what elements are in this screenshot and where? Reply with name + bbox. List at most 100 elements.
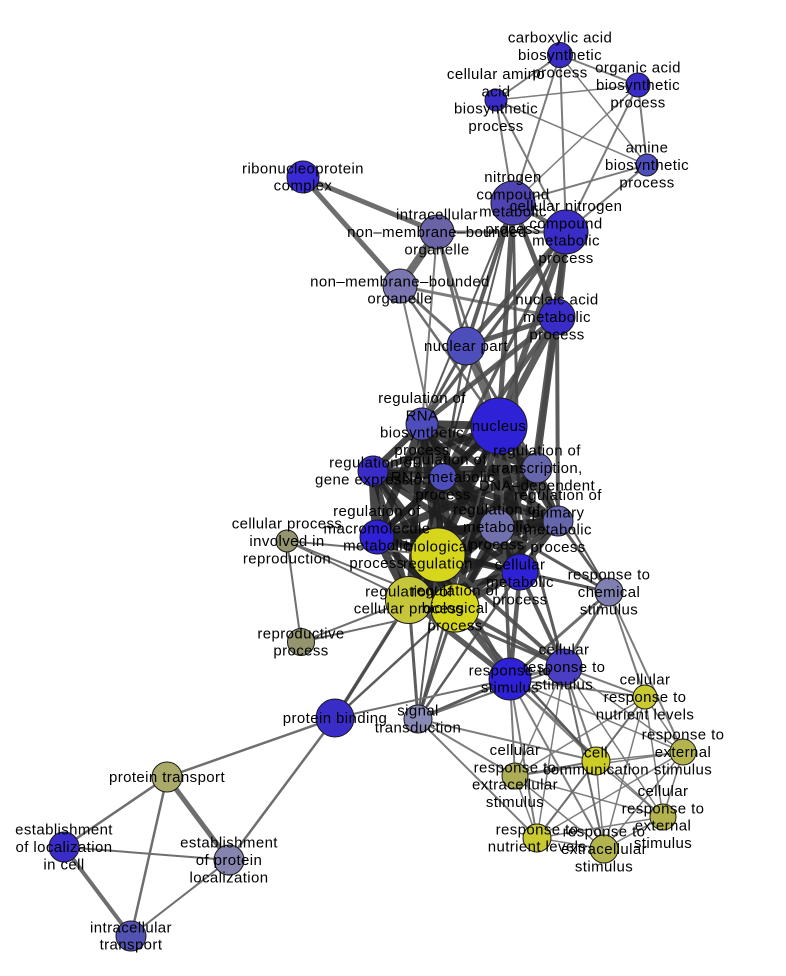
svg-text:biosynthetic: biosynthetic (518, 47, 602, 64)
svg-text:regulation of: regulation of (411, 583, 499, 600)
svg-text:organic acid: organic acid (595, 60, 681, 77)
svg-text:metabolic: metabolic (523, 309, 591, 326)
svg-text:stimulus: stimulus (481, 680, 539, 697)
svg-text:process: process (273, 643, 328, 660)
svg-text:regulation of: regulation of (365, 583, 453, 600)
svg-text:carboxylic acid: carboxylic acid (508, 30, 612, 47)
svg-text:biosynthetic: biosynthetic (596, 77, 680, 94)
svg-text:process: process (415, 486, 470, 503)
svg-text:metabolic: metabolic (524, 522, 592, 539)
svg-text:stimulus: stimulus (634, 835, 692, 852)
svg-text:regulation of: regulation of (514, 487, 602, 504)
svg-text:external: external (655, 744, 712, 761)
svg-text:intracellular: intracellular (90, 919, 172, 936)
svg-text:protein binding: protein binding (283, 710, 387, 727)
svg-text:response to: response to (604, 689, 687, 706)
svg-text:biosynthetic: biosynthetic (380, 425, 464, 442)
svg-text:response to: response to (563, 824, 646, 841)
svg-text:response to: response to (523, 659, 606, 676)
svg-text:complex: complex (274, 178, 333, 195)
svg-text:biosynthetic: biosynthetic (605, 157, 689, 174)
svg-text:metabolic: metabolic (343, 538, 411, 555)
svg-text:non–membrane–bounded: non–membrane–bounded (347, 224, 527, 241)
svg-text:compound: compound (529, 215, 602, 232)
svg-text:process: process (530, 539, 585, 556)
svg-text:involved in: involved in (249, 533, 324, 550)
svg-text:process: process (492, 591, 547, 608)
svg-text:process: process (610, 94, 665, 111)
svg-text:external: external (635, 818, 692, 835)
svg-text:metabolic: metabolic (486, 574, 554, 591)
svg-text:regulation of: regulation of (399, 452, 487, 469)
svg-text:protein transport: protein transport (109, 769, 225, 786)
svg-text:nutrient levels: nutrient levels (488, 839, 587, 856)
svg-text:cell: cell (584, 744, 608, 761)
svg-text:compound: compound (476, 186, 549, 203)
svg-text:biological: biological (422, 600, 489, 617)
svg-text:nucleus: nucleus (472, 418, 527, 435)
svg-text:signal: signal (397, 702, 439, 719)
svg-text:DNA–dependent: DNA–dependent (479, 477, 596, 494)
svg-text:nitrogen: nitrogen (484, 169, 541, 186)
svg-text:cellular: cellular (490, 742, 541, 759)
svg-text:cellular amino: cellular amino (447, 66, 545, 83)
svg-text:response to: response to (496, 821, 579, 838)
svg-text:stimulus: stimulus (575, 858, 633, 875)
svg-text:extracellular: extracellular (472, 777, 558, 794)
svg-text:ribonucleoprotein: ribonucleoprotein (242, 160, 364, 177)
svg-text:response to: response to (642, 727, 725, 744)
svg-text:of localization: of localization (16, 839, 113, 856)
svg-text:primary: primary (532, 504, 585, 521)
svg-text:non–membrane–bounded: non–membrane–bounded (310, 273, 490, 290)
svg-text:macromolecule: macromolecule (324, 520, 431, 537)
svg-text:process: process (394, 442, 449, 459)
svg-text:process: process (468, 118, 523, 135)
svg-text:regulation of: regulation of (453, 502, 541, 519)
svg-text:response to: response to (622, 800, 705, 817)
svg-text:reproduction: reproduction (243, 550, 331, 567)
svg-text:cellular: cellular (495, 557, 546, 574)
svg-text:biosynthetic: biosynthetic (454, 101, 538, 118)
svg-text:intracellular: intracellular (396, 207, 478, 224)
svg-text:stimulus: stimulus (535, 676, 593, 693)
svg-text:process: process (529, 326, 584, 343)
svg-text:cellular process: cellular process (232, 516, 343, 533)
svg-text:stimulus: stimulus (580, 601, 638, 618)
svg-text:metabolic: metabolic (479, 204, 547, 221)
svg-text:cellular: cellular (620, 672, 671, 689)
svg-text:process: process (427, 617, 482, 634)
svg-text:process: process (485, 221, 540, 238)
svg-text:localization: localization (189, 869, 268, 886)
svg-text:establishment: establishment (15, 822, 113, 839)
svg-text:transport: transport (100, 937, 163, 954)
svg-text:extracellular: extracellular (561, 841, 647, 858)
svg-text:reproductive: reproductive (257, 625, 344, 642)
svg-text:organelle: organelle (404, 241, 469, 258)
svg-text:nucleic acid: nucleic acid (515, 292, 598, 309)
svg-text:stimulus: stimulus (654, 761, 712, 778)
svg-text:establishment: establishment (180, 835, 278, 852)
svg-text:RNA metabolic: RNA metabolic (391, 469, 496, 486)
svg-text:response to: response to (469, 662, 552, 679)
svg-text:regulation of: regulation of (378, 390, 466, 407)
svg-text:acid: acid (481, 83, 510, 100)
svg-text:process: process (532, 64, 587, 81)
svg-text:gene expression: gene expression (315, 472, 431, 489)
svg-text:regulation of: regulation of (329, 454, 417, 471)
svg-text:transcription,: transcription, (491, 460, 582, 477)
svg-text:process: process (469, 536, 524, 553)
svg-text:RNA: RNA (406, 407, 439, 424)
svg-text:cellular: cellular (539, 642, 590, 659)
svg-text:cellular process: cellular process (354, 601, 465, 618)
svg-text:of protein: of protein (196, 852, 263, 869)
svg-text:process: process (349, 555, 404, 572)
svg-text:biological: biological (405, 538, 472, 555)
svg-text:metabolic: metabolic (463, 519, 531, 536)
svg-text:metabolic: metabolic (532, 233, 600, 250)
svg-text:in cell: in cell (43, 856, 84, 873)
svg-text:regulation: regulation (403, 556, 473, 573)
svg-text:organelle: organelle (367, 291, 432, 308)
svg-text:amine: amine (626, 140, 669, 157)
svg-text:stimulus: stimulus (486, 794, 544, 811)
svg-text:transduction: transduction (375, 720, 462, 737)
